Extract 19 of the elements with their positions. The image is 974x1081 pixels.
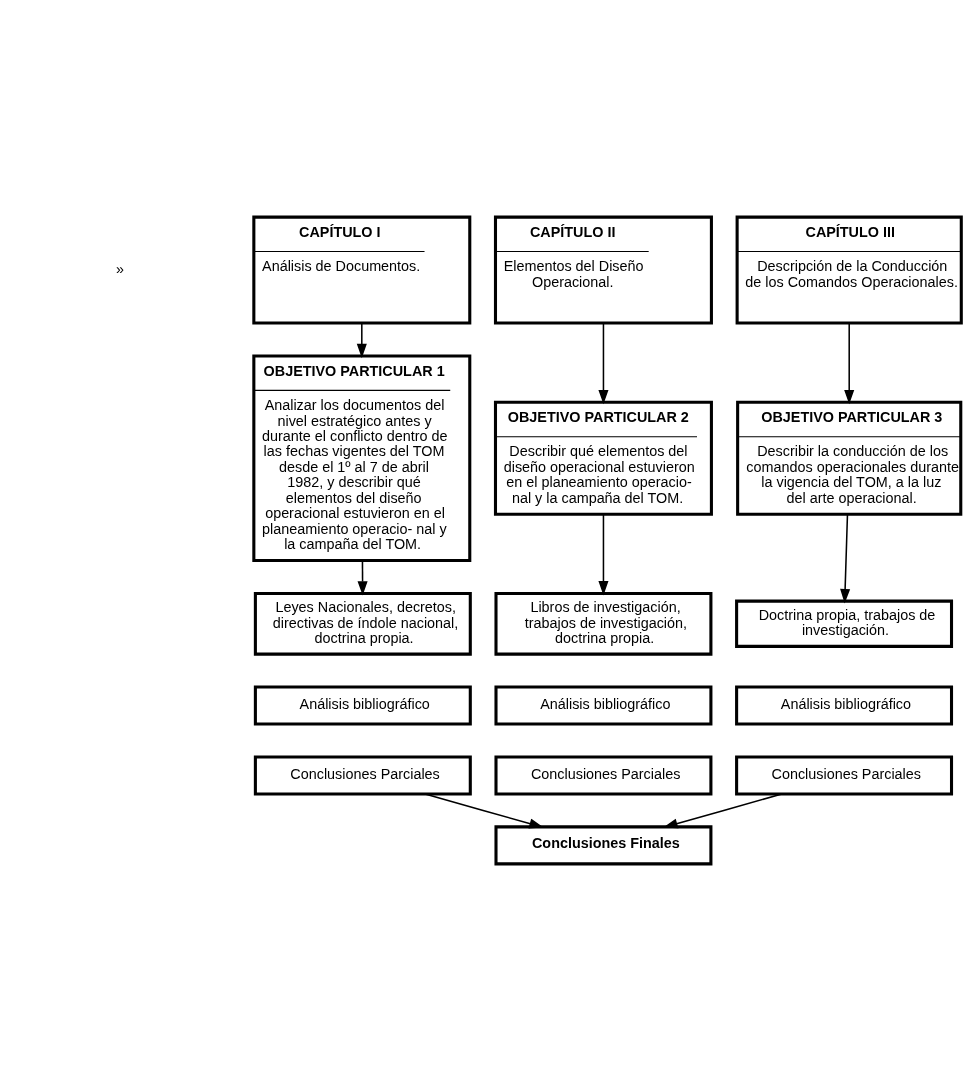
node-box: Análisis bibliográfico [253, 685, 472, 726]
node-box: Libros de investigación, trabajos de investigación, doctrina propia. [494, 591, 713, 656]
arrow [356, 322, 367, 359]
arrow [598, 513, 609, 596]
node-box: Conclusiones Parciales [735, 755, 954, 796]
node-box: Doctrina propia, trabajos de investigación. [735, 599, 954, 648]
node-box: Análisis bibliográfico [735, 685, 954, 726]
node-box: Conclusiones Parciales [494, 755, 713, 796]
arrow [840, 513, 851, 604]
node-box: Leyes Nacionales, decretos, directivas de índole nacional, doctrina propia. [253, 591, 472, 656]
node-box: Conclusiones Parciales [253, 755, 472, 796]
node-box: Conclusiones Finales [494, 825, 713, 866]
arrow [663, 793, 783, 829]
node-box: Análisis bibliográfico [494, 685, 713, 726]
arrow [598, 322, 609, 405]
arrow [357, 560, 368, 596]
arrow [844, 322, 855, 405]
arrow [424, 793, 544, 829]
label: » [116, 260, 125, 277]
